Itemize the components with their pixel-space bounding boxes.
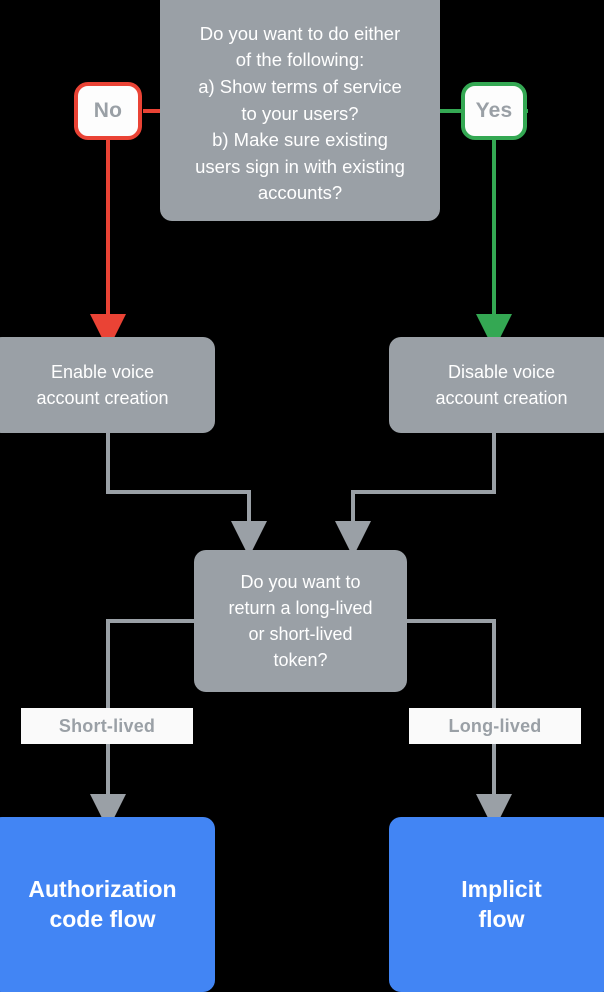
box-auth-text: Authorization code flow: [28, 875, 177, 932]
branch-badge-no[interactable]: No: [74, 82, 142, 140]
edge-enable-to-token: [106, 433, 267, 557]
box-enable-text: Enable voice account creation: [36, 361, 169, 408]
box-implicit-text: Implicit flow: [461, 875, 542, 932]
edge-disable-to-token: [335, 433, 496, 557]
decision-node-terms-and-existing-users[interactable]: Do you want to do either of the followin…: [160, 0, 440, 221]
action-node-disable-voice-account-creation[interactable]: Disable voice account creation: [389, 337, 604, 433]
edge-label-long-lived: Long-lived: [409, 708, 581, 744]
box-disable-text: Disable voice account creation: [435, 361, 568, 408]
branch-badge-yes-label: Yes: [475, 99, 513, 122]
terminal-node-implicit-flow[interactable]: Implicit flow: [389, 817, 604, 992]
edge-label-long-lived-text: Long-lived: [448, 715, 542, 736]
decision-top-text: Do you want to do either of the followin…: [195, 22, 405, 204]
branch-badge-no-label: No: [93, 99, 123, 122]
edge-label-short-lived: Short-lived: [21, 708, 193, 744]
decision-node-token-lifetime[interactable]: Do you want to return a long-lived or sh…: [194, 550, 407, 692]
branch-badge-yes[interactable]: Yes: [461, 82, 527, 140]
edge-label-short-lived-text: Short-lived: [58, 715, 156, 736]
terminal-node-authorization-code-flow[interactable]: Authorization code flow: [0, 817, 215, 992]
action-node-enable-voice-account-creation[interactable]: Enable voice account creation: [0, 337, 215, 433]
decision-token-text: Do you want to return a long-lived or sh…: [228, 571, 373, 671]
